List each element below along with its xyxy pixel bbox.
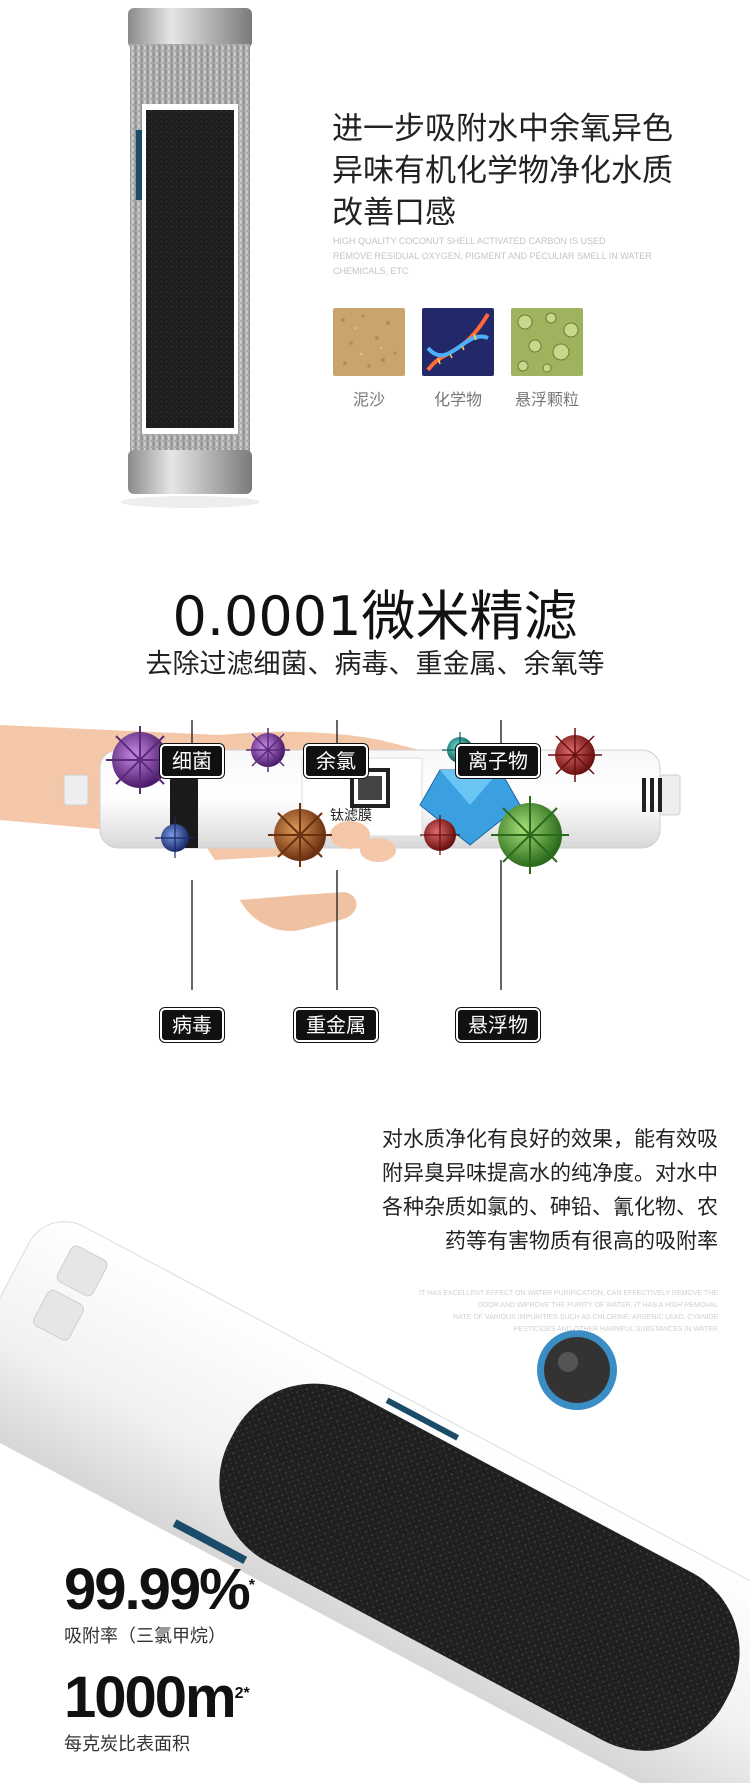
filtration-subtitle: 去除过滤细菌、病毒、重金属、余氧等 <box>145 649 605 680</box>
section1-title-line: 进一步吸附水中余氧异色 <box>332 111 673 147</box>
red-virus-icon <box>420 815 460 855</box>
english-line: PESTICIDES AND OTHER HARMFUL SUBSTANCES … <box>513 1326 718 1333</box>
section1-title-line: 改善口感 <box>332 195 456 231</box>
thumbnail-label: 悬浮颗粒 <box>514 390 579 409</box>
stat-value: 1000m <box>64 1665 237 1730</box>
filter-illustration: 钛滤膜 <box>0 720 750 1100</box>
tag-heavy-metal: 重金属 <box>294 1008 378 1042</box>
english-line: RATE OF VARIOUS IMPURITIES SUCH AS CHLOR… <box>453 1314 718 1321</box>
english-line: HIGH QUALITY COCONUT SHELL ACTIVATED CAR… <box>333 236 606 246</box>
english-line: ODOR AND IMPROVE THE PURITY OF WATER. IT… <box>477 1302 718 1309</box>
stat-superscript: 2* <box>234 1685 250 1702</box>
section-carbon-adsorption: 进一步吸附水中余氧异色 异味有机化学物净化水质 改善口感 HIGH QUALIT… <box>0 0 750 520</box>
description-line: 附异臭异味提高水的纯净度。对水中 <box>382 1161 718 1185</box>
dna-image <box>422 308 494 376</box>
description-line: 对水质净化有良好的效果，能有效吸 <box>382 1127 718 1151</box>
stat-value: 99.99% <box>64 1557 251 1622</box>
ion-virus-icon-2 <box>548 728 602 782</box>
thumbnail-particles: 悬浮颗粒 <box>511 308 583 410</box>
stat-asterisk: * <box>248 1577 255 1594</box>
filter-label-text: 钛滤膜 <box>330 808 372 824</box>
section3-english-text: IT HAS EXCELLENT EFFECT ON WATER PURIFIC… <box>358 1288 718 1336</box>
particles-image <box>511 308 583 376</box>
carbon-cartridge-image <box>120 8 260 508</box>
suspended-virus-icon <box>491 796 569 874</box>
section1-english-text: HIGH QUALITY COCONUT SHELL ACTIVATED CAR… <box>333 234 673 279</box>
section-micro-filtration: 0.0001微米精滤 去除过滤细菌、病毒、重金属、余氧等 <box>0 520 750 1100</box>
section-adsorption-rate: 对水质净化有良好的效果，能有效吸 附异臭异味提高水的纯净度。对水中 各种杂质如氯… <box>0 1100 750 1783</box>
tag-virus: 病毒 <box>160 1008 224 1042</box>
tag-bacteria: 细菌 <box>160 744 224 778</box>
stat-surface-area: 1000m2* 每克炭比表面积 <box>64 1668 250 1756</box>
stat-adsorption-rate: 99.99%* 吸附率（三氯甲烷） <box>64 1560 255 1648</box>
filter-with-hand-image: 钛滤膜 <box>0 720 681 990</box>
thumbnail-sand: 泥沙 <box>333 308 405 410</box>
filtration-headline: 0.0001微米精滤 <box>172 585 578 648</box>
stat-caption: 每克炭比表面积 <box>64 1734 190 1755</box>
bacteria-virus-icon <box>106 726 174 794</box>
english-line: IT HAS EXCELLENT EFFECT ON WATER PURIFIC… <box>419 1290 718 1297</box>
carbon-filter-diagonal-image <box>0 1220 750 1783</box>
description-line: 药等有害物质有很高的吸附率 <box>445 1229 718 1253</box>
tag-suspended: 悬浮物 <box>456 1008 540 1042</box>
heavy-metal-virus-icon <box>268 803 332 867</box>
virus-icon <box>155 818 195 858</box>
thumbnail-label: 泥沙 <box>352 390 385 409</box>
thumbnail-label: 化学物 <box>433 390 482 409</box>
english-line: CHEMICALS, ETC <box>333 266 409 276</box>
stat-caption: 吸附率（三氯甲烷） <box>64 1626 226 1647</box>
tag-ions: 离子物 <box>456 744 540 778</box>
thumbnail-chemical: 化学物 <box>422 308 494 410</box>
sand-image <box>333 308 405 376</box>
tag-chlorine: 余氯 <box>304 744 368 778</box>
section1-title: 进一步吸附水中余氧异色 异味有机化学物净化水质 改善口感 <box>332 108 732 234</box>
description-line: 各种杂质如氯的、砷铅、氰化物、农 <box>382 1195 718 1219</box>
english-line: REMOVE RESIDUAL OXYGEN, PIGMENT AND PECU… <box>333 251 652 261</box>
description-text: 对水质净化有良好的效果，能有效吸 附异臭异味提高水的纯净度。对水中 各种杂质如氯… <box>298 1122 718 1258</box>
section1-title-line: 异味有机化学物净化水质 <box>332 153 673 189</box>
chlorine-virus-icon <box>246 728 290 772</box>
